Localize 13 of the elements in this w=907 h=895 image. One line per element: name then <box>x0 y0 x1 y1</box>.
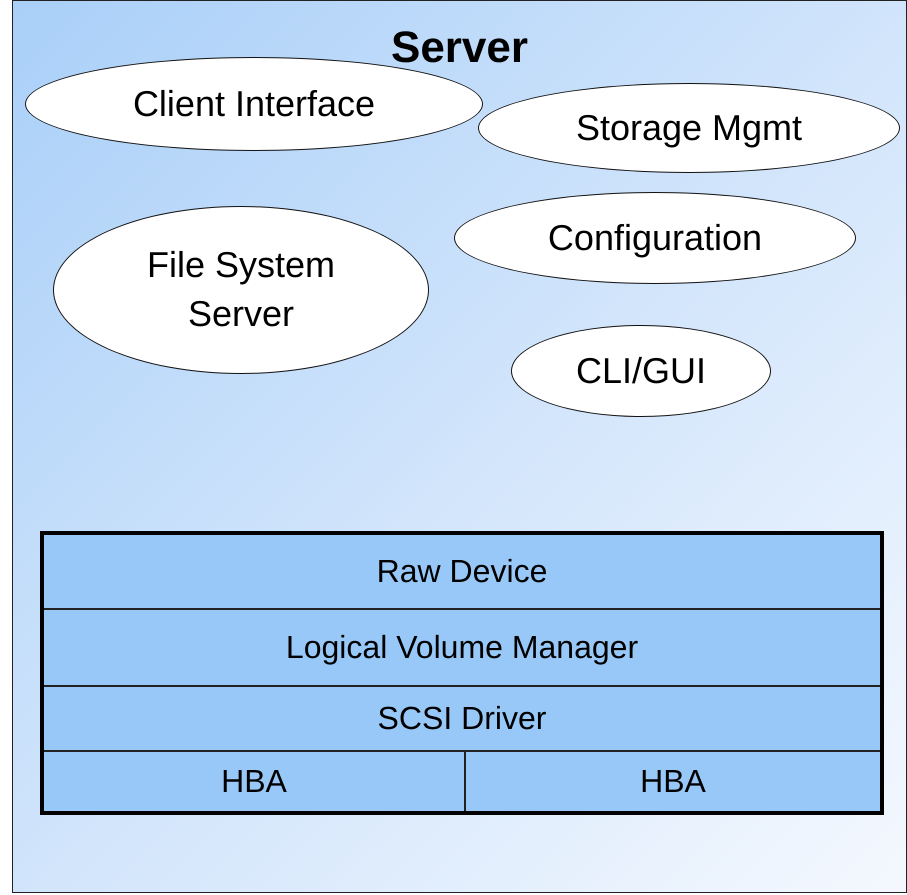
component-label: Storage Mgmt <box>576 106 802 150</box>
layer-stack-box <box>40 531 884 815</box>
layer-label: HBA <box>221 763 287 800</box>
panel-title: Server <box>390 23 528 73</box>
layer-label: Raw Device <box>376 553 548 590</box>
component-label: Configuration <box>548 216 762 260</box>
component-label: File System Server <box>146 243 336 336</box>
layer-label: SCSI Driver <box>378 700 546 737</box>
component-label: CLI/GUI <box>576 348 706 393</box>
server-panel <box>12 0 907 893</box>
layer-label: Logical Volume Manager <box>286 629 638 666</box>
component-label: Client Interface <box>132 82 376 126</box>
layer-label: HBA <box>640 763 706 800</box>
